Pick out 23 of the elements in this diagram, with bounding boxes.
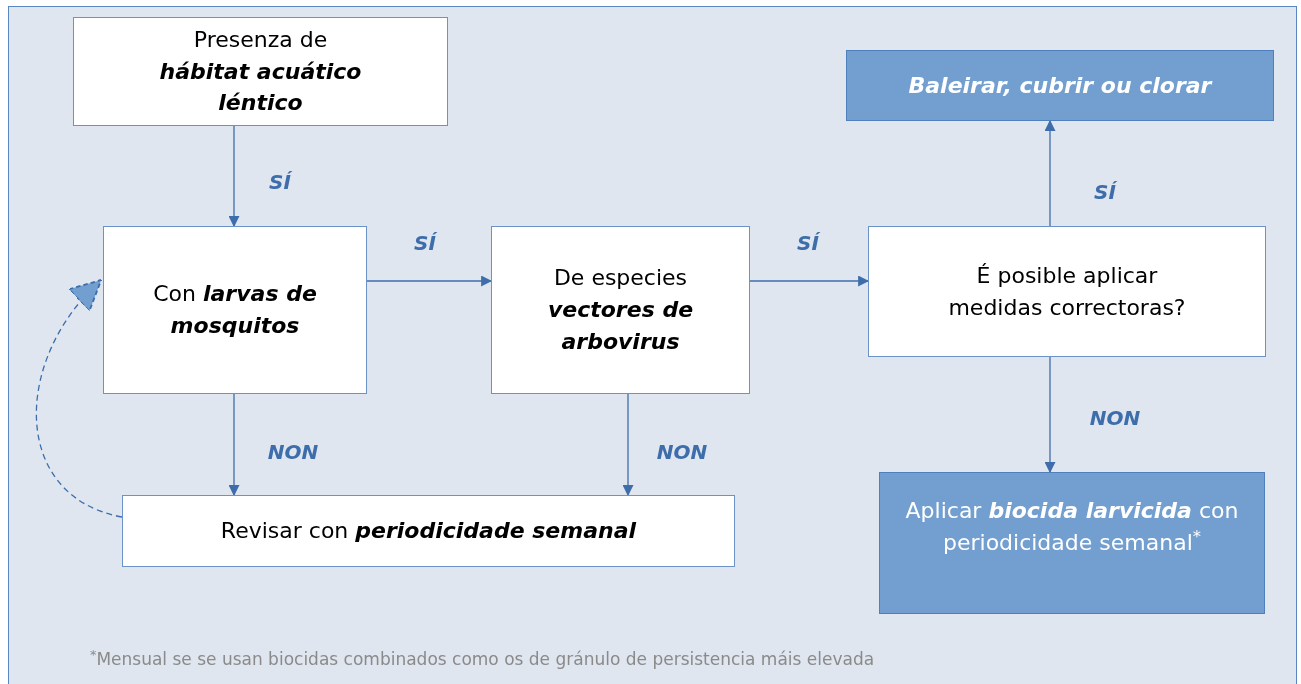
process-box [122,495,735,567]
process-box [103,226,367,394]
box-text: Baleirar, cubrir ou clorar [908,71,1212,100]
arrow [749,275,870,287]
box-text: Con larvas de mosquitos [152,280,318,340]
process-box [868,226,1266,357]
arrow [622,393,634,497]
arrow [1044,119,1056,227]
arrow [36,278,123,518]
arrow [1044,356,1056,474]
footnote: $^{*}$Mensual se se usan biocidas combinados como os de gránulo de persistencia máis elevada [90,647,875,671]
box-text: Aplicar biocida larvicida con periodicidade semanal$^{*}$ [904,497,1240,557]
box-text: É posible aplicar medidas correctoras? [947,261,1187,322]
action-box [846,50,1274,121]
arrow [366,275,493,287]
arrow [228,393,240,497]
action-box [879,472,1265,614]
box-text: Revisar con periodicidade semanal [220,517,637,546]
box-text: De especies vectores de arbovirus [546,264,695,356]
arrow [228,125,240,228]
process-box [73,17,448,126]
box-text: Presenza de hábitat acuático léntico [158,25,363,118]
process-box [491,226,750,394]
